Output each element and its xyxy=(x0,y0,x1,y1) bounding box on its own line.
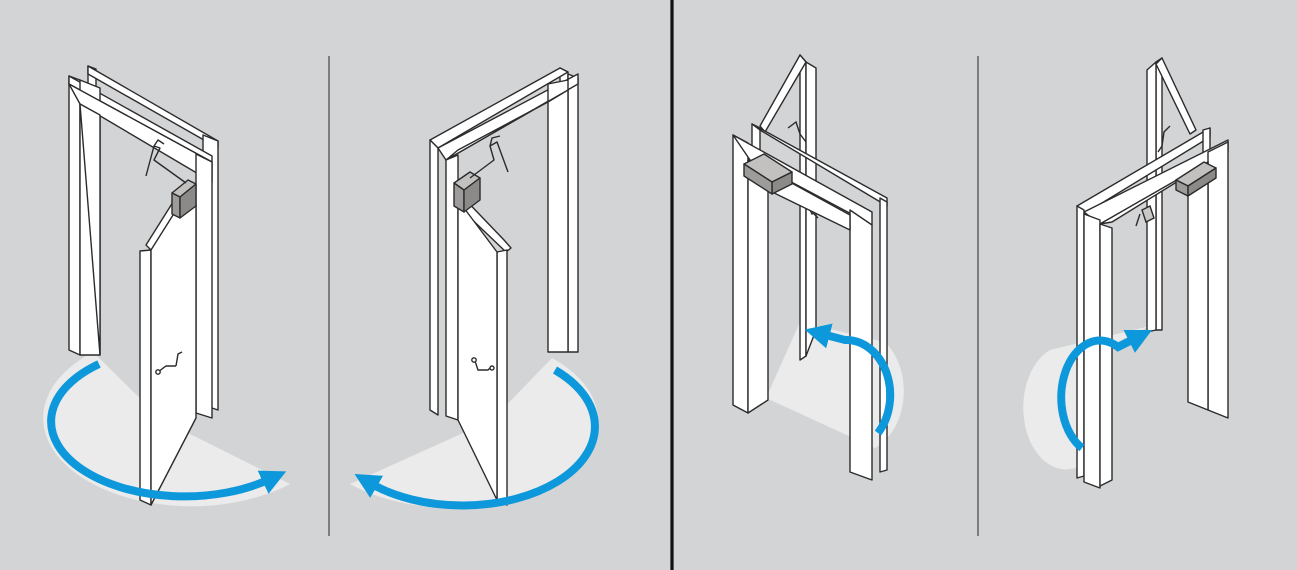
panel-pull-left-hinge xyxy=(43,65,290,507)
swing-arrow-icon xyxy=(354,366,599,510)
door-closer-icon xyxy=(1175,161,1217,197)
swing-arrow-icon xyxy=(47,360,287,501)
door-closer-icon xyxy=(145,139,197,219)
door-handle-icon xyxy=(471,357,495,371)
swing-arrow-icon xyxy=(1057,329,1153,452)
door-closer-icon xyxy=(743,153,793,195)
panel-push-left-hinge xyxy=(1023,57,1229,489)
door-closer-icon xyxy=(453,135,509,213)
panel-push-right-hinge xyxy=(732,54,904,481)
door-handle-icon xyxy=(155,351,183,375)
door-closer-icon xyxy=(1135,125,1171,227)
swing-arrow-icon xyxy=(804,323,895,436)
swing-area xyxy=(1023,326,1150,470)
panel-pull-right-hinge xyxy=(350,67,599,510)
